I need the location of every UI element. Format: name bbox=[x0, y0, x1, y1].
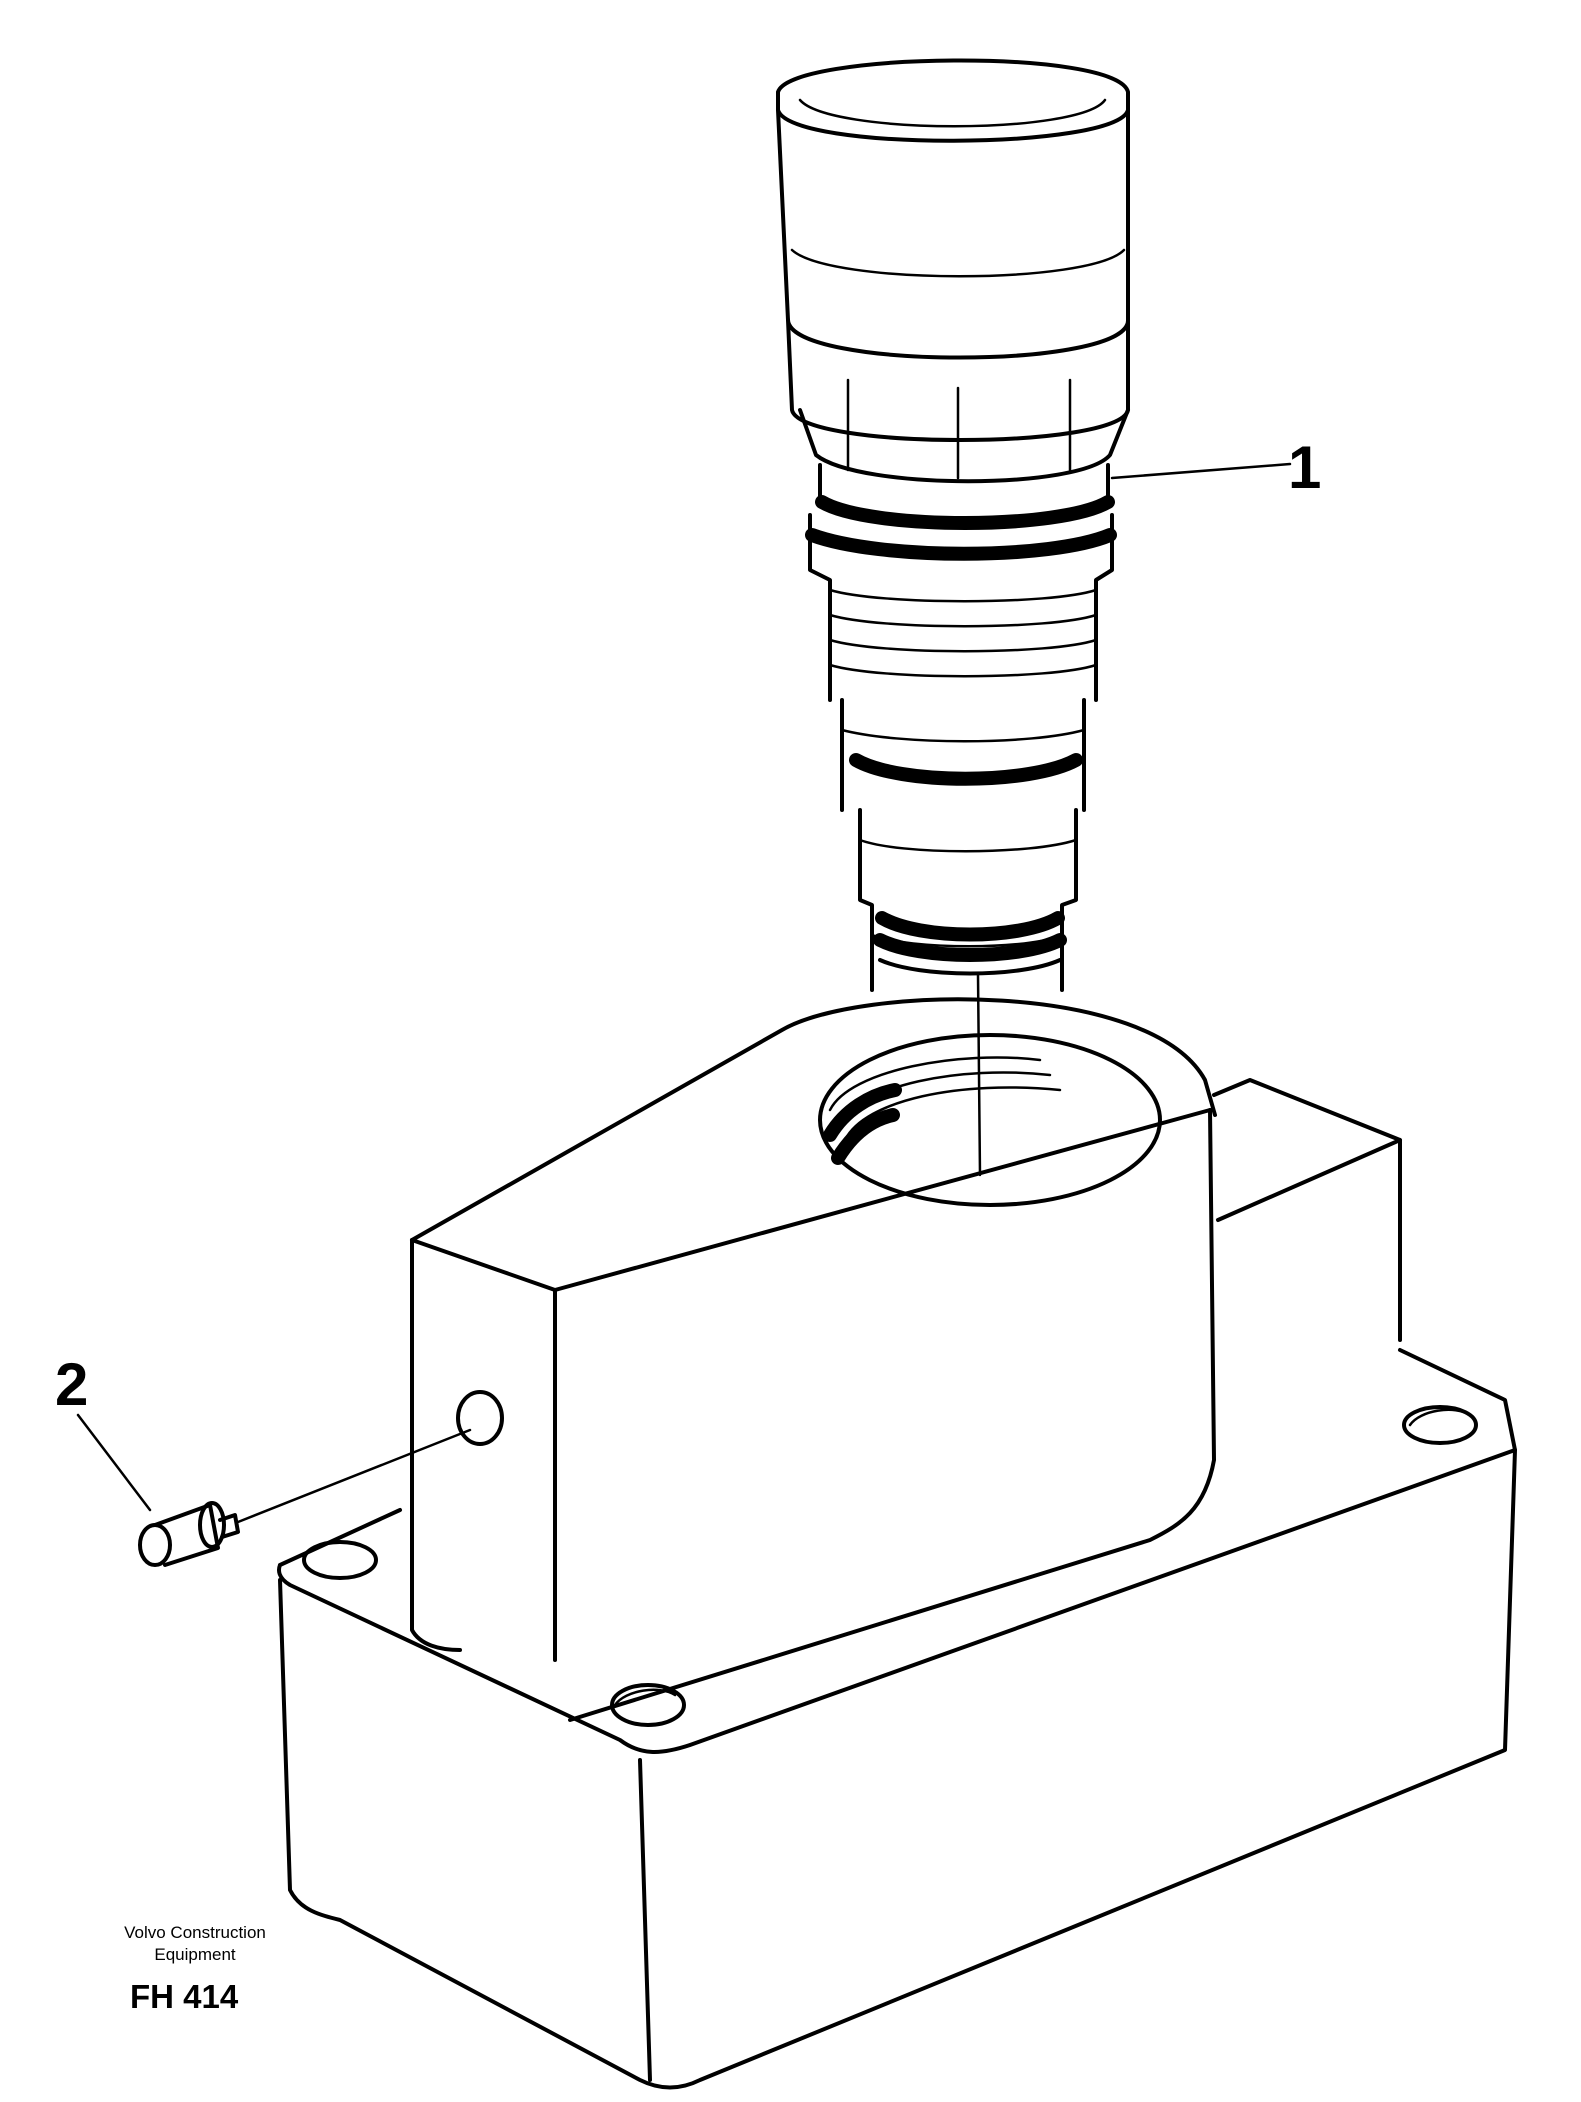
plug bbox=[138, 1428, 472, 1567]
callout-leaders bbox=[76, 462, 1292, 1512]
publisher-credit: Volvo Construction Equipment bbox=[95, 1922, 295, 1966]
credit-line-1: Volvo Construction bbox=[124, 1923, 266, 1942]
callout-2-label: 2 bbox=[55, 1351, 89, 1418]
callout-1-label: 1 bbox=[1288, 434, 1322, 501]
credit-line-2: Equipment bbox=[154, 1945, 236, 1964]
relief-valve-cartridge bbox=[776, 58, 1131, 1177]
figure-code: FH 414 bbox=[130, 1978, 239, 2015]
valve-block-housing bbox=[277, 997, 1517, 2090]
